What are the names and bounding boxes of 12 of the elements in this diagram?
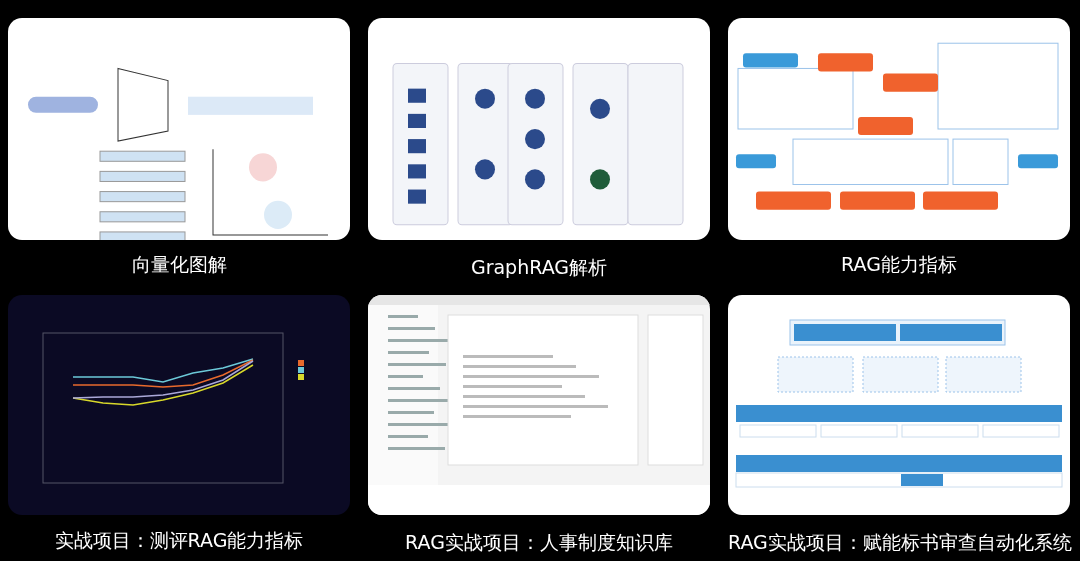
caption: RAG实战项目：人事制度知识库 — [404, 530, 674, 555]
screenshot-picture — [8, 18, 350, 240]
screenshot-picture — [8, 295, 350, 515]
caption: 实战项目：测评RAG能力指标 — [53, 528, 305, 553]
screenshot-picture — [368, 18, 710, 240]
caption: 向量化图解 — [130, 252, 228, 277]
caption: RAG实战项目：赋能标书审查自动化系统 — [728, 530, 1070, 555]
screenshot-picture — [368, 295, 710, 515]
caption: RAG能力指标 — [840, 252, 958, 277]
screenshot-picture — [728, 18, 1070, 240]
screenshot-picture — [728, 295, 1070, 515]
caption: GraphRAG解析 — [469, 255, 609, 280]
